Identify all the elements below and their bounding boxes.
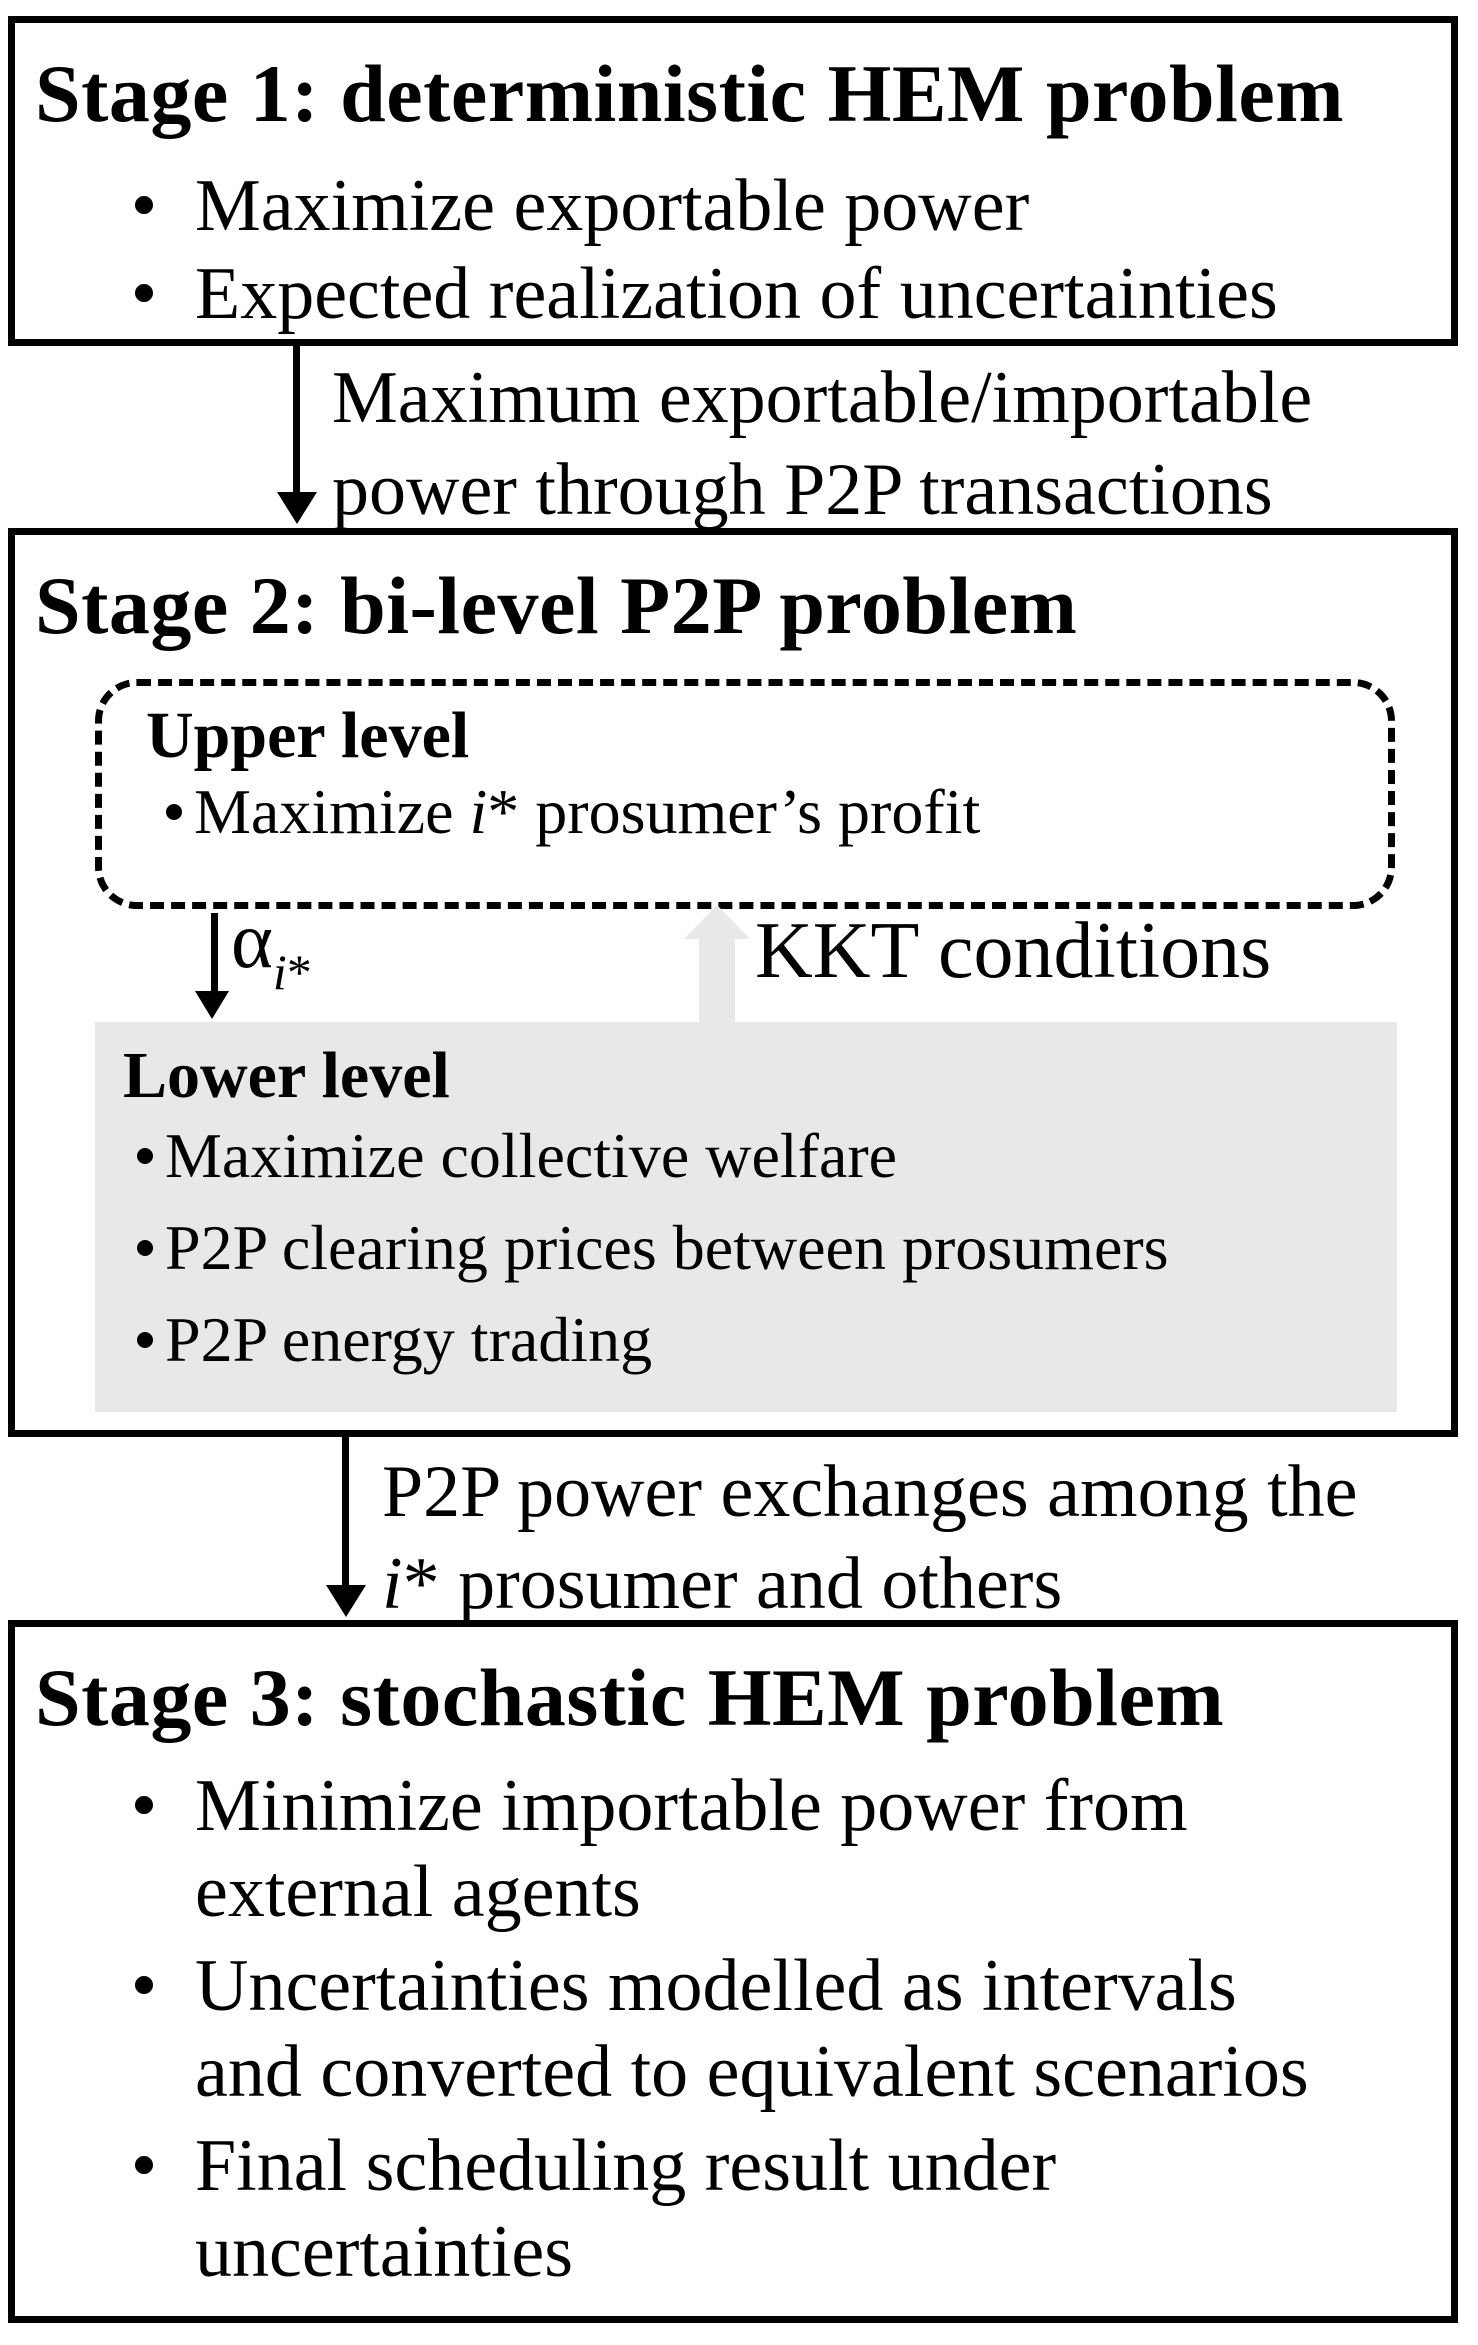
bullet-dot <box>137 1240 153 1256</box>
down-arrow-1-head <box>277 492 317 524</box>
alpha-down-arrow-head <box>195 991 229 1019</box>
lower-level-heading: Lower level <box>123 1039 450 1112</box>
bullet-text: uncertainties <box>195 2211 574 2293</box>
down-arrow-2-head <box>326 1585 366 1617</box>
arrow-2-label-var: i <box>382 1543 403 1625</box>
alpha-label: αi* <box>231 901 312 997</box>
bullet-dot <box>135 196 153 214</box>
alpha-subscript-star: * <box>286 944 312 1000</box>
arrow-2-label-line2: i* prosumer and others <box>382 1538 1357 1630</box>
bullet-text: P2P energy trading <box>165 1304 653 1375</box>
down-arrow-1 <box>293 346 300 494</box>
bullet-text: and converted to equivalent scenarios <box>195 2031 1309 2113</box>
bullet-text: P2P clearing prices between prosumers <box>165 1212 1169 1283</box>
bullet-text: Maximize exportable power <box>195 165 1030 247</box>
stage1-bullet-2: Expected realization of uncertainties <box>135 251 1278 337</box>
arrow-1-label-line2: power through P2P transactions <box>332 449 1273 531</box>
arrow-2-label: P2P power exchanges among the i* prosume… <box>382 1446 1357 1630</box>
bullet-text-post: * prosumer’s profit <box>487 776 981 847</box>
bullet-text: Maximize i* prosumer’s profit <box>194 774 980 850</box>
bullet-text: Maximize collective welfare <box>165 1120 898 1191</box>
stage2-box: Stage 2: bi-level P2P problem Upper leve… <box>8 528 1458 1437</box>
bullet-text: Uncertainties modelled as intervals <box>195 1945 1237 2027</box>
bullet-text: Final scheduling result under <box>195 2125 1057 2207</box>
alpha-symbol: α <box>231 897 273 985</box>
stage2-title: Stage 2: bi-level P2P problem <box>35 560 1078 651</box>
stage3-bullet-2: Uncertainties modelled as intervals and … <box>135 1943 1309 2115</box>
alpha-subscript-i: i <box>272 944 287 1000</box>
bullet-text: external agents <box>195 1851 641 1933</box>
stage3-box: Stage 3: stochastic HEM problem Minimize… <box>8 1620 1458 2323</box>
bullet-dot <box>137 1148 153 1164</box>
stage1-bullet-1: Maximize exportable power <box>135 163 1029 249</box>
upper-level-bullet: Maximize i* prosumer’s profit <box>166 774 980 850</box>
arrow-2-label-post: * prosumer and others <box>402 1543 1063 1625</box>
bullet-dot <box>166 804 182 820</box>
stage3-bullet-1: Minimize importable power from external … <box>135 1763 1188 1935</box>
lower-level-bullet-2: P2P clearing prices between prosumers <box>137 1210 1169 1286</box>
upper-level-heading: Upper level <box>146 699 470 772</box>
kkt-up-arrow <box>699 939 735 1023</box>
bullet-text: Expected realization of uncertainties <box>195 253 1278 335</box>
stage3-title: Stage 3: stochastic HEM problem <box>35 1652 1225 1743</box>
bullet-text-pre: Maximize <box>194 776 470 847</box>
stage3-bullet-3: Final scheduling result under uncertaint… <box>135 2123 1056 2295</box>
upper-level-box: Upper level Maximize i* prosumer’s profi… <box>95 679 1395 909</box>
lower-level-box: Lower level Maximize collective welfare … <box>95 1022 1397 1412</box>
bullet-dot <box>135 284 153 302</box>
kkt-label: KKT conditions <box>755 907 1272 995</box>
arrow-2-label-line1: P2P power exchanges among the <box>382 1451 1358 1533</box>
stage1-box: Stage 1: deterministic HEM problem Maxim… <box>8 16 1458 346</box>
stage1-title: Stage 1: deterministic HEM problem <box>35 48 1345 139</box>
bullet-text-var: i <box>469 776 488 847</box>
arrow-1-label: Maximum exportable/importable power thro… <box>332 352 1312 536</box>
bullet-text: Minimize importable power from <box>195 1765 1188 1847</box>
lower-level-bullet-3: P2P energy trading <box>137 1302 652 1378</box>
down-arrow-2 <box>342 1437 349 1587</box>
bullet-dot <box>135 1976 153 1994</box>
alpha-down-arrow <box>211 913 218 993</box>
kkt-up-arrow-head <box>684 905 750 939</box>
arrow-1-label-line1: Maximum exportable/importable <box>332 357 1313 439</box>
bullet-dot <box>135 1796 153 1814</box>
bullet-dot <box>137 1332 153 1348</box>
lower-level-bullet-1: Maximize collective welfare <box>137 1118 897 1194</box>
bullet-dot <box>135 2156 153 2174</box>
